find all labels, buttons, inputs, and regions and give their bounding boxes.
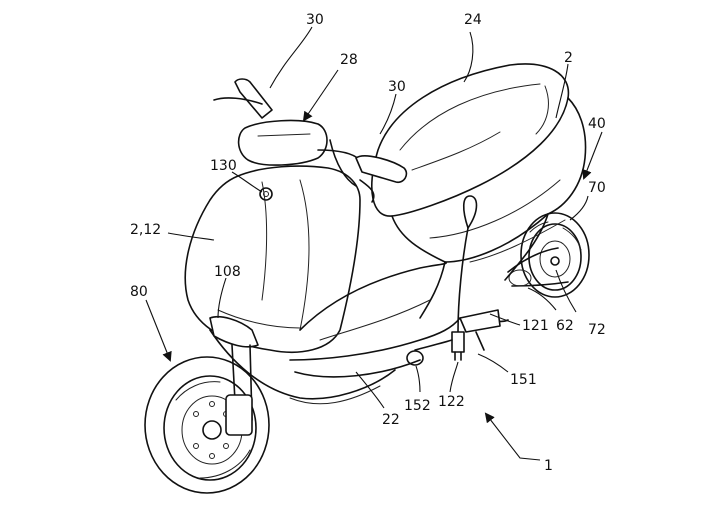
leader-lines [167, 26, 589, 409]
seat [371, 63, 570, 217]
label-72-hub: 72 [588, 322, 606, 338]
label-152-bracket: 152 [404, 398, 431, 414]
label-30-handle-left: 30 [306, 12, 324, 28]
rear-body [391, 97, 587, 319]
label-62-belt: 62 [556, 318, 574, 334]
label-121-cable: 121 [522, 318, 549, 334]
label-2-12-front-body: 2,12 [130, 222, 161, 238]
charging-cable [451, 195, 509, 361]
label-80-front-wheel: 80 [130, 284, 148, 300]
label-28-handlebar: 28 [340, 52, 358, 68]
pointer-arrows [145, 69, 603, 461]
label-122-plug: 122 [438, 394, 465, 410]
label-1-scooter: 1 [544, 458, 553, 474]
front-wheel [144, 356, 270, 494]
label-70-motor: 70 [588, 180, 606, 196]
label-130-socket: 130 [210, 158, 237, 174]
rear-wheel [520, 212, 590, 298]
reference-labels: 30 24 28 2 30 40 130 70 2,12 108 80 121 … [130, 12, 606, 474]
label-108-fork: 108 [214, 264, 241, 280]
label-151-stand: 151 [510, 372, 537, 388]
side-stand [406, 309, 501, 366]
drive-belt [507, 247, 569, 287]
handlebar [213, 78, 408, 203]
label-40-drive: 40 [588, 116, 606, 132]
label-22-floorboard: 22 [382, 412, 400, 428]
label-2-body: 2 [564, 50, 573, 66]
floorboard [209, 261, 461, 405]
charge-socket [259, 187, 273, 201]
label-24-seat: 24 [464, 12, 482, 28]
front-body [184, 165, 361, 353]
label-30-handle-right: 30 [388, 79, 406, 95]
